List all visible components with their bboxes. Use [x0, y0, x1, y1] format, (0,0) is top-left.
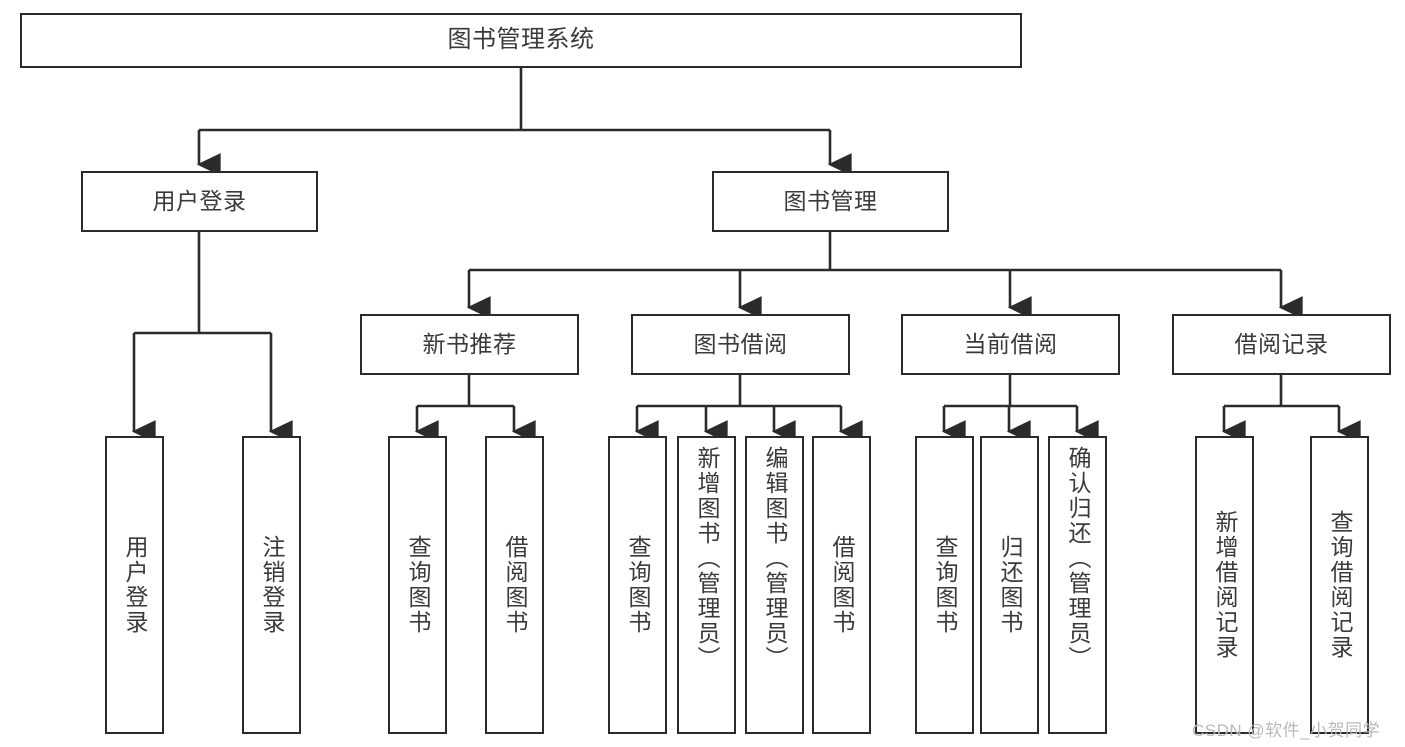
- leaf-new-book-query-book[interactable]: 查询图书: [388, 436, 447, 734]
- leaf-book-borrow-add-book-admin[interactable]: 新增图书（管理员）: [677, 436, 736, 734]
- leaf-current-borrow-return-book[interactable]: 归还图书: [980, 436, 1039, 734]
- node-label: 借阅图书: [502, 535, 528, 635]
- node-label: 借阅记录: [1234, 330, 1329, 357]
- node-label: 图书管理: [783, 187, 878, 214]
- node-user-login[interactable]: 用户登录: [81, 171, 318, 232]
- node-label: 用户登录: [122, 535, 148, 635]
- node-book-management[interactable]: 图书管理: [712, 171, 949, 232]
- csdn-watermark: CSDN @软件_小贺同学: [1192, 721, 1381, 740]
- leaf-new-book-borrow-book[interactable]: 借阅图书: [485, 436, 544, 734]
- node-label: 查询图书: [625, 535, 651, 635]
- leaf-borrow-record-query-record[interactable]: 查询借阅记录: [1310, 436, 1369, 734]
- node-borrow-record[interactable]: 借阅记录: [1172, 314, 1391, 375]
- node-new-book-recommend[interactable]: 新书推荐: [360, 314, 579, 375]
- node-current-borrow[interactable]: 当前借阅: [901, 314, 1120, 375]
- leaf-user-login-login[interactable]: 用户登录: [105, 436, 164, 734]
- node-label: 归还图书: [997, 535, 1023, 635]
- node-label: 图书管理系统: [447, 26, 595, 54]
- node-label: 查询图书: [932, 535, 958, 635]
- leaf-book-borrow-edit-book-admin[interactable]: 编辑图书（管理员）: [745, 436, 804, 734]
- node-label: 查询借阅记录: [1327, 510, 1353, 660]
- node-label: 图书借阅: [693, 330, 788, 357]
- node-label: 注销登录: [259, 535, 285, 635]
- node-label: 查询图书: [405, 535, 431, 635]
- leaf-current-borrow-query-book[interactable]: 查询图书: [915, 436, 974, 734]
- leaf-book-borrow-borrow-book[interactable]: 借阅图书: [812, 436, 871, 734]
- node-label: 用户登录: [152, 187, 247, 214]
- node-root-book-management-system[interactable]: 图书管理系统: [20, 13, 1022, 68]
- node-label: 借阅图书: [829, 535, 855, 635]
- leaf-book-borrow-query-book[interactable]: 查询图书: [608, 436, 667, 734]
- leaf-borrow-record-add-record[interactable]: 新增借阅记录: [1195, 436, 1254, 734]
- node-book-borrow[interactable]: 图书借阅: [631, 314, 850, 375]
- node-label: 确认归还（管理员）: [1065, 446, 1091, 671]
- node-label: 新增借阅记录: [1212, 510, 1238, 660]
- leaf-current-borrow-confirm-return-admin[interactable]: 确认归还（管理员）: [1048, 436, 1107, 734]
- leaf-user-login-logout[interactable]: 注销登录: [242, 436, 301, 734]
- node-label: 新增图书（管理员）: [694, 446, 720, 671]
- node-label: 新书推荐: [422, 330, 517, 357]
- node-label: 编辑图书（管理员）: [762, 446, 788, 671]
- node-label: 当前借阅: [963, 330, 1058, 357]
